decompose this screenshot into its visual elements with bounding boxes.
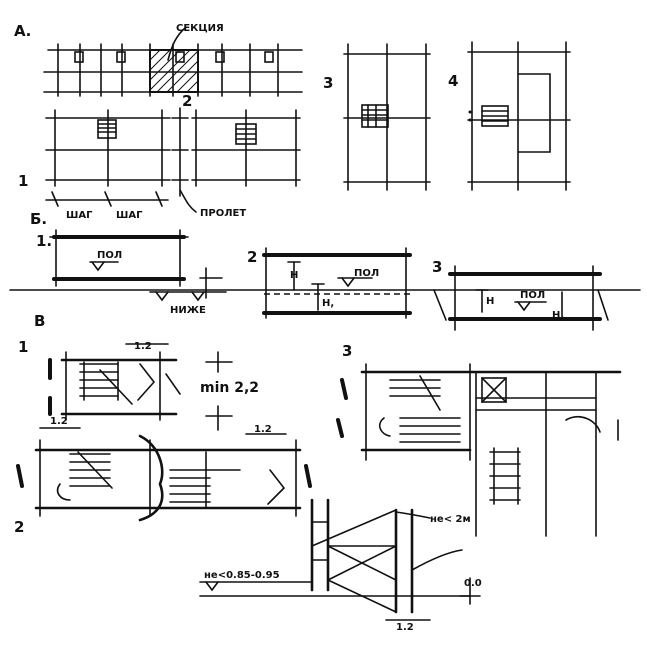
pol-label-2: ПОЛ [354,268,379,279]
cross-marks [205,351,233,431]
plan-4-diagram [467,41,571,191]
ne-2m-label: не< 2м [430,514,471,525]
dim-12-d: 1.2 [396,622,414,633]
section-b-label: Б. [30,210,47,228]
h-label-b2: Н [290,270,298,281]
h1-label-b2: Н, [322,298,334,309]
section-v-label: В [34,312,45,330]
zero-level-label: 0.0 [464,578,482,589]
plan-2-number: 2 [182,92,192,110]
plan-1-number: 1 [18,172,28,190]
b2-number: 2 [247,248,257,266]
b1-number: 1. [36,232,52,250]
proljot-label: ПРОЛЕТ [200,208,246,219]
ne-085-label: не<0.85-0.95 [204,570,280,581]
sekciya-label: СЕКЦИЯ [176,23,224,34]
section-b1-diagram [49,229,227,302]
stair-plan-v3 [336,363,622,537]
shag-label-1: ШАГ [66,210,93,221]
section-hatch [149,49,199,93]
plan-1-span-diagram [45,107,301,213]
shag-label-2: ШАГ [116,210,143,221]
dim-12-a: 1.2 [134,341,152,352]
v2-number: 2 [14,518,24,536]
plan-4-number: 4 [448,72,458,90]
section-b2-diagram [262,247,412,319]
plan-3-diagram [343,43,431,191]
section-strip-plan [43,27,303,97]
pol-label-1: ПОЛ [97,250,122,261]
stair-plan-v1-lower: 1.2 [16,416,312,522]
pol-label-3: ПОЛ [520,290,545,301]
section-a-label: А. [14,22,31,40]
b3-number: 3 [432,258,442,276]
min-22-label: min 2,2 [200,380,259,396]
plan-3-number: 3 [323,74,333,92]
stair-plan-v1-upper [48,343,181,421]
v1-number: 1 [18,338,28,356]
h1-label-b3: Н, [552,310,564,321]
stair-section-bottom [199,498,481,621]
nizhe-label: НИЖЕ [170,305,206,316]
dim-12-b: 1.2 [50,416,68,427]
dim-12-c: 1.2 [254,424,272,435]
section-b3-diagram [433,265,609,331]
v3-number: 3 [342,342,352,360]
h-label-b3: Н [486,296,494,307]
